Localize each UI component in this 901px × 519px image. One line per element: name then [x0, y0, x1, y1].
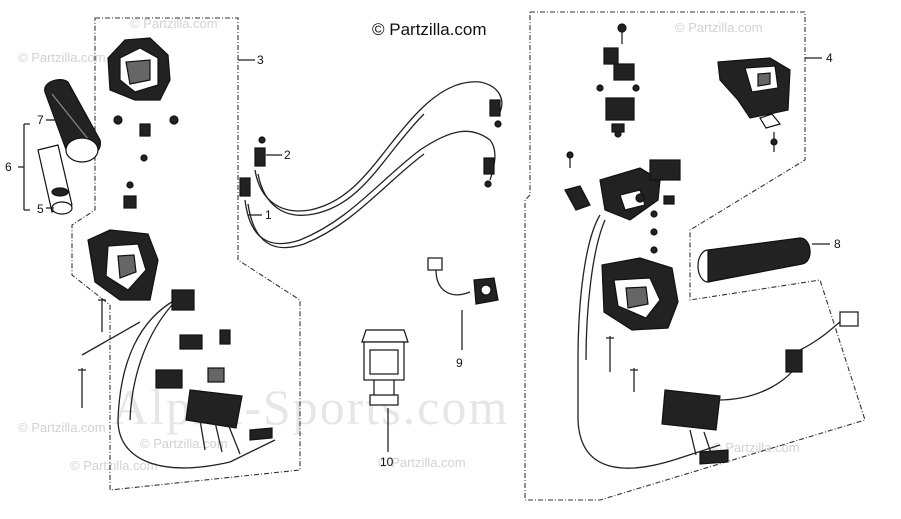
right-switch-cover — [717, 57, 791, 152]
left-wiring-harness — [117, 289, 276, 469]
copyright-notice: © Partzilla.com — [372, 20, 487, 39]
callout-6: 6 — [5, 160, 12, 174]
watermark-partzilla: © Partzilla.com — [675, 20, 763, 35]
right-small-parts — [566, 23, 640, 168]
left-cover-screws — [113, 115, 179, 209]
left-long-screw — [98, 298, 106, 332]
right-switch-body — [564, 159, 681, 254]
callout-8: 8 — [834, 237, 841, 251]
left-grip — [44, 79, 101, 163]
callout-6-bracket — [18, 123, 30, 211]
watermark-partzilla: © Partzilla.com — [70, 458, 158, 473]
right-wiring-harness — [577, 214, 859, 469]
callout-5: 5 — [37, 202, 44, 216]
left-switch-housing — [87, 229, 159, 301]
watermark-partzilla: © Partzilla.com — [18, 420, 106, 435]
switch-unit-10 — [361, 329, 409, 406]
watermark-partzilla: © Partzilla.com — [130, 16, 218, 31]
watermark-partzilla: © Partzilla.com — [712, 440, 800, 455]
switch-wire-9 — [427, 257, 499, 305]
callout-7: 7 — [37, 113, 44, 127]
watermark-partzilla: © Partzilla.com — [140, 436, 228, 451]
left-assembly-outline — [71, 17, 301, 491]
callout-9: 9 — [456, 356, 463, 370]
left-long-screw-lower — [78, 368, 86, 408]
callout-2: 2 — [284, 148, 291, 162]
callout-4: 4 — [826, 51, 833, 65]
throttle-cables — [239, 81, 503, 249]
right-assembly-outline — [524, 11, 866, 501]
right-grip — [697, 237, 811, 283]
watermark-partzilla: © Partzilla.com — [378, 455, 466, 470]
right-screw — [606, 336, 614, 372]
right-screw — [630, 368, 638, 392]
right-switch-housing — [601, 257, 679, 331]
callout-10: 10 — [380, 455, 394, 469]
callout-1: 1 — [265, 208, 272, 222]
left-switch-cover — [107, 37, 171, 101]
watermark-partzilla: © Partzilla.com — [18, 50, 106, 65]
callout-3: 3 — [257, 53, 264, 67]
